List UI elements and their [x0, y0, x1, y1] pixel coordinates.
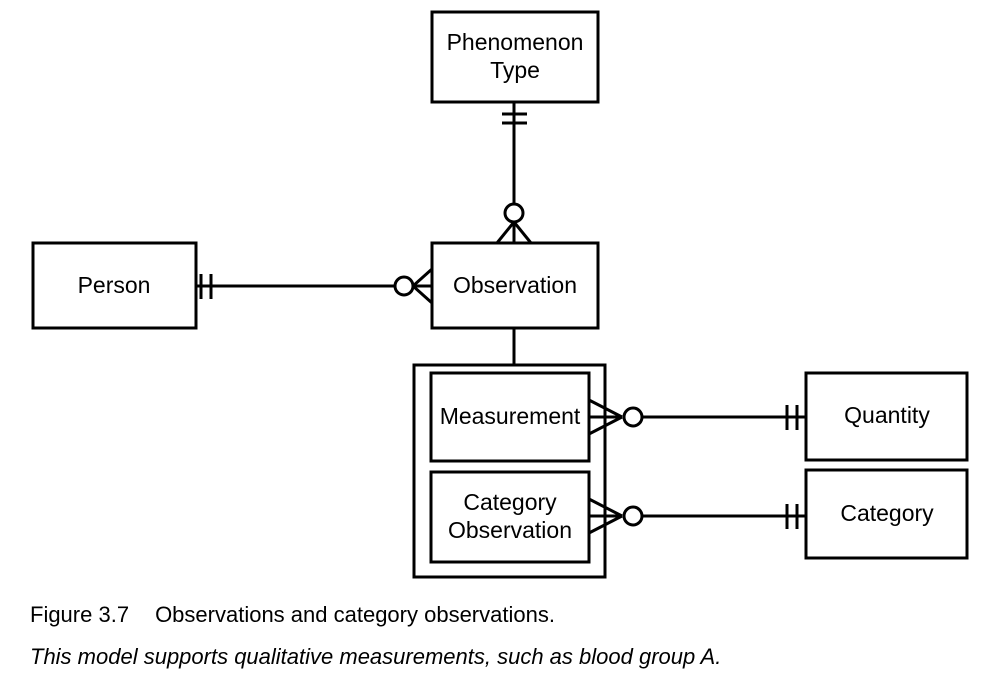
- figure-number: Figure 3.7: [30, 602, 130, 627]
- entity-box-measurement[interactable]: [429, 371, 591, 463]
- cardinality-circle-zero-categoryobservation: [622, 505, 644, 527]
- entity-label-observation: Observation: [453, 272, 577, 298]
- entity-label-quantity: Quantity: [844, 402, 930, 428]
- observation-subtypes-container: [412, 363, 607, 579]
- entity-observation[interactable]: Observation: [430, 241, 600, 330]
- cardinality-circle-zero-observation-left: [393, 275, 415, 297]
- entity-person[interactable]: Person: [31, 241, 198, 330]
- entity-label-category-observation-line2: Observation: [448, 517, 572, 543]
- entity-measurement[interactable]: Measurement: [429, 371, 591, 463]
- crowsfoot-prong-top-observation-left: [411, 267, 434, 288]
- entity-label-category: Category: [840, 500, 934, 526]
- entity-label-phenomenon-type-line1: Phenomenon: [447, 29, 584, 55]
- entity-box-observation[interactable]: [430, 241, 600, 330]
- figure-description: This model supports qualitative measurem…: [30, 644, 722, 669]
- entity-box-category[interactable]: [804, 468, 969, 560]
- figure-title: Observations and category observations.: [155, 602, 555, 627]
- crowsfoot-prong-bottom-observation-left: [411, 284, 434, 305]
- entity-box-person[interactable]: [31, 241, 198, 330]
- cardinality-circle-zero-observation-top: [503, 202, 525, 224]
- cardinality-circle-zero-measurement: [622, 406, 644, 428]
- entity-label-category-observation-line1: Category: [463, 489, 557, 515]
- entity-phenomenon-type[interactable]: Phenomenon Type: [430, 10, 600, 104]
- entity-label-person: Person: [78, 272, 151, 298]
- entity-label-measurement: Measurement: [440, 403, 581, 429]
- er-diagram-canvas: Phenomenon Type Observation Person Measu…: [31, 10, 969, 579]
- connector-phenomenontype-observation: [495, 102, 533, 244]
- crowsfoot-prong-right-observation-top: [512, 221, 533, 244]
- entity-box-phenomenon-type[interactable]: [430, 10, 600, 104]
- entity-category-observation[interactable]: Category Observation: [429, 470, 591, 564]
- entity-quantity[interactable]: Quantity: [804, 371, 969, 462]
- connector-categoryobservation-category: [588, 497, 806, 535]
- entity-box-category-observation[interactable]: [429, 470, 591, 564]
- connector-person-observation: [196, 267, 434, 305]
- entity-category[interactable]: Category: [804, 468, 969, 560]
- figure-caption: Figure 3.7 Observations and category obse…: [30, 600, 970, 672]
- connector-measurement-quantity: [588, 398, 806, 436]
- figure-caption-title-line: Figure 3.7 Observations and category obse…: [30, 600, 970, 630]
- crowsfoot-prong-left-observation-top: [495, 221, 516, 244]
- entity-label-phenomenon-type-line2: Type: [490, 57, 540, 83]
- entity-box-quantity[interactable]: [804, 371, 969, 462]
